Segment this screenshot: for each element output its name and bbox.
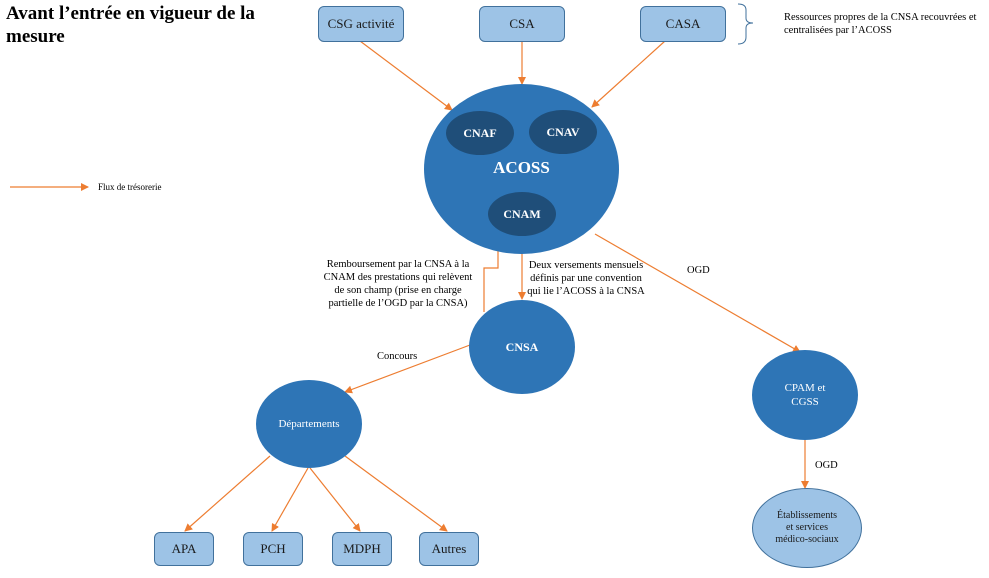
cnsa-label: CNSA [505, 339, 539, 354]
remboursement-label: Remboursement par la CNSA à la CNAM des … [323, 259, 473, 309]
ogd-label-cpam-etab: OGD [815, 460, 838, 471]
source-casa-label: CASA [665, 16, 701, 31]
cnav-node: CNAV [529, 110, 597, 154]
departements-node: Départements [256, 380, 362, 468]
arrow-acoss-cpam [594, 233, 801, 353]
source-csa: CSA [479, 6, 565, 42]
arrow-csg-acoss [359, 40, 453, 111]
brace-icon [737, 3, 754, 45]
arrow-cnsa-departements [344, 344, 471, 394]
cpam-label: CPAM et CGSS [784, 382, 826, 408]
beneficiary-pch: PCH [243, 532, 303, 566]
versements-label: Deux versements mensuels définis par une… [527, 260, 645, 297]
arrow-dep-pch [271, 467, 309, 532]
departements-label: Départements [278, 418, 340, 430]
etablissements-label: Établissements et services médico-sociau… [775, 510, 839, 545]
ogd-label-acoss-cpam: OGD [687, 265, 710, 276]
page-title: Avant l’entrée en vigueur de la mesure [6, 3, 255, 47]
cnav-label: CNAV [546, 124, 580, 139]
source-csg: CSG activité [318, 6, 404, 42]
legend-label: Flux de trésorerie [98, 182, 162, 192]
beneficiary-mdph: MDPH [332, 532, 392, 566]
source-casa: CASA [640, 6, 726, 42]
arrow-dep-apa [184, 455, 271, 532]
cnam-label: CNAM [503, 206, 541, 221]
arrow-casa-acoss [591, 40, 666, 108]
beneficiary-mdph-label: MDPH [343, 541, 381, 556]
beneficiary-autres: Autres [419, 532, 479, 566]
etablissements-node: Établissements et services médico-sociau… [752, 488, 862, 568]
beneficiary-pch-label: PCH [260, 541, 286, 556]
cnam-node: CNAM [488, 192, 556, 236]
source-csg-label: CSG activité [327, 16, 395, 31]
sources-note: Ressources propres de la CNSA recouvrées… [784, 12, 977, 36]
cnaf-label: CNAF [463, 125, 497, 140]
concours-label: Concours [377, 351, 418, 362]
arrow-dep-mdph [309, 467, 361, 532]
cnsa-node: CNSA [469, 300, 575, 394]
beneficiary-autres-label: Autres [431, 541, 467, 556]
acoss-label: ACOSS [493, 158, 550, 177]
beneficiary-apa-label: APA [171, 541, 197, 556]
beneficiary-apa: APA [154, 532, 214, 566]
arrow-dep-autres [344, 455, 448, 532]
cpam-node: CPAM et CGSS [752, 350, 858, 440]
cnaf-node: CNAF [446, 111, 514, 155]
source-csa-label: CSA [509, 16, 535, 31]
